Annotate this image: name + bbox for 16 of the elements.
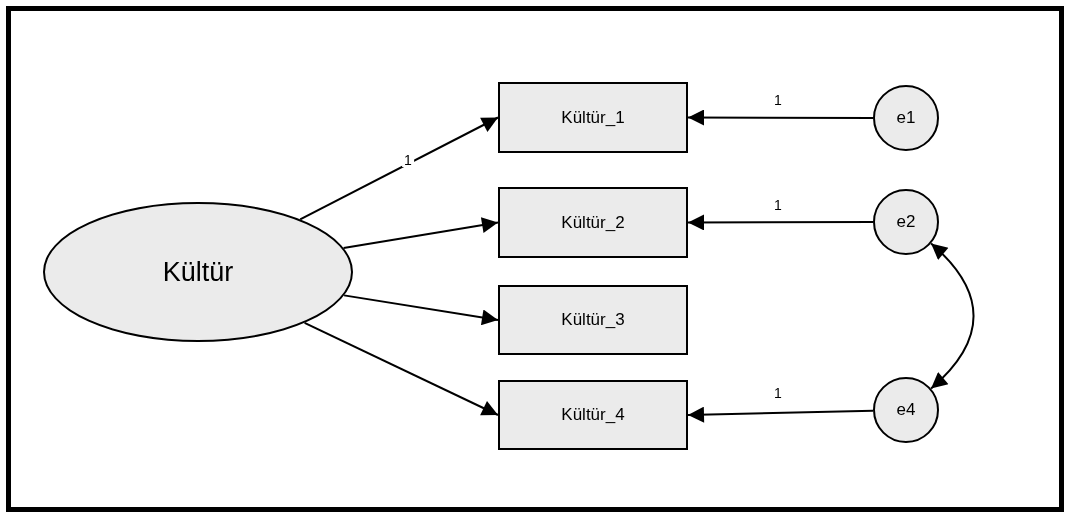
arrow — [303, 321, 499, 416]
arrow — [687, 406, 874, 423]
arrow — [687, 109, 874, 126]
arrow — [930, 242, 975, 390]
arrow — [343, 294, 499, 326]
edge-label: 1 — [772, 93, 784, 107]
observed-variable-box: Kültür_4 — [498, 380, 688, 450]
observed-variable-box: Kültür_3 — [498, 285, 688, 355]
arrow — [342, 217, 499, 249]
edge-label: 1 — [402, 153, 414, 167]
edge-label: 1 — [772, 386, 784, 400]
edge-label: 1 — [772, 198, 784, 212]
arrow — [299, 116, 499, 221]
observed-variable-box: Kültür_1 — [498, 82, 688, 153]
observed-variable-box: Kültür_2 — [498, 187, 688, 258]
arrow — [687, 214, 874, 231]
